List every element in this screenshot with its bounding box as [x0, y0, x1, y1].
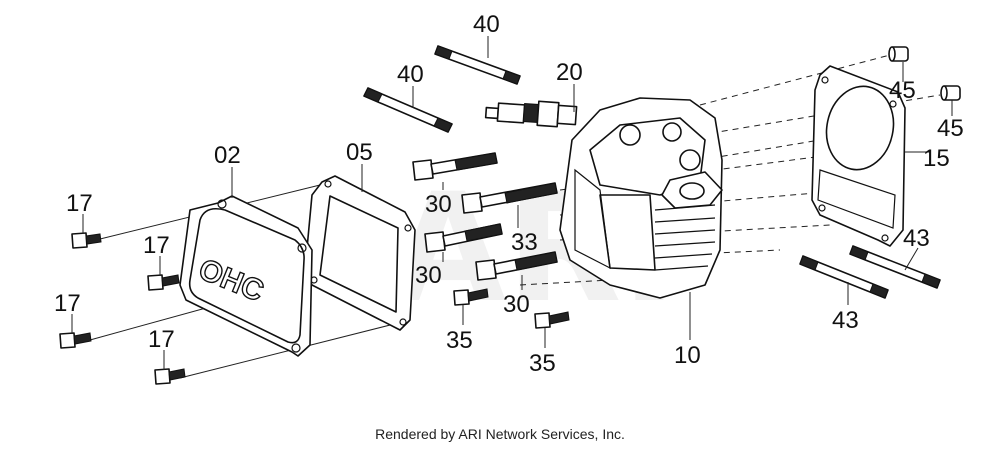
callouts: 40 40 20 45 45 02 05 15 17 17 17 17 30 3… — [54, 11, 964, 377]
leader-lines — [71, 36, 953, 370]
callout-40-lower: 40 — [397, 61, 424, 88]
bolt-35-right — [534, 311, 570, 329]
callout-30-lower: 30 — [503, 291, 530, 318]
bolt-33 — [461, 182, 558, 214]
callout-15: 15 — [923, 145, 950, 172]
callout-17-c: 17 — [54, 290, 81, 317]
callout-33: 33 — [511, 229, 538, 256]
bolt-35-left — [453, 288, 489, 306]
stud-43-upper — [849, 245, 941, 289]
bolt-17-d — [154, 368, 186, 385]
dowel-pin-45-upper — [888, 46, 909, 62]
spark-plug-20 — [484, 100, 578, 128]
callout-17-b: 17 — [143, 232, 170, 259]
callout-43-upper: 43 — [903, 225, 930, 252]
credit-text: Rendered by ARI Network Services, Inc. — [375, 426, 625, 442]
stud-43-lower — [799, 255, 889, 299]
bolt-30-lower — [475, 251, 558, 281]
cylinder-head-10 — [559, 97, 723, 299]
callout-05: 05 — [346, 139, 373, 166]
callout-30-middle: 30 — [415, 262, 442, 289]
stud-40-lower — [363, 87, 453, 133]
callout-30-upper: 30 — [425, 191, 452, 218]
valve-cover-gasket-05 — [304, 175, 416, 331]
callout-45-upper: 45 — [889, 77, 916, 104]
callout-35-left: 35 — [446, 327, 473, 354]
callout-17-a: 17 — [66, 190, 93, 217]
valve-cover-02: OHC — [179, 195, 313, 357]
callout-35-right: 35 — [529, 350, 556, 377]
bolt-17-a — [71, 232, 102, 249]
callout-43-lower: 43 — [832, 307, 859, 334]
callout-45-lower: 45 — [937, 115, 964, 142]
dowel-pin-45-lower — [940, 85, 961, 101]
callout-17-d: 17 — [148, 326, 175, 353]
bolt-17-b — [147, 274, 180, 291]
bolt-17-c — [59, 332, 92, 349]
callout-10: 10 — [674, 342, 701, 369]
stud-40-upper — [434, 45, 521, 85]
callout-40-upper: 40 — [473, 11, 500, 38]
callout-02: 02 — [214, 142, 241, 169]
bolt-30-middle — [424, 223, 503, 253]
bolt-30-upper — [412, 152, 498, 181]
callout-20: 20 — [556, 59, 583, 86]
head-gasket-15 — [811, 65, 906, 247]
